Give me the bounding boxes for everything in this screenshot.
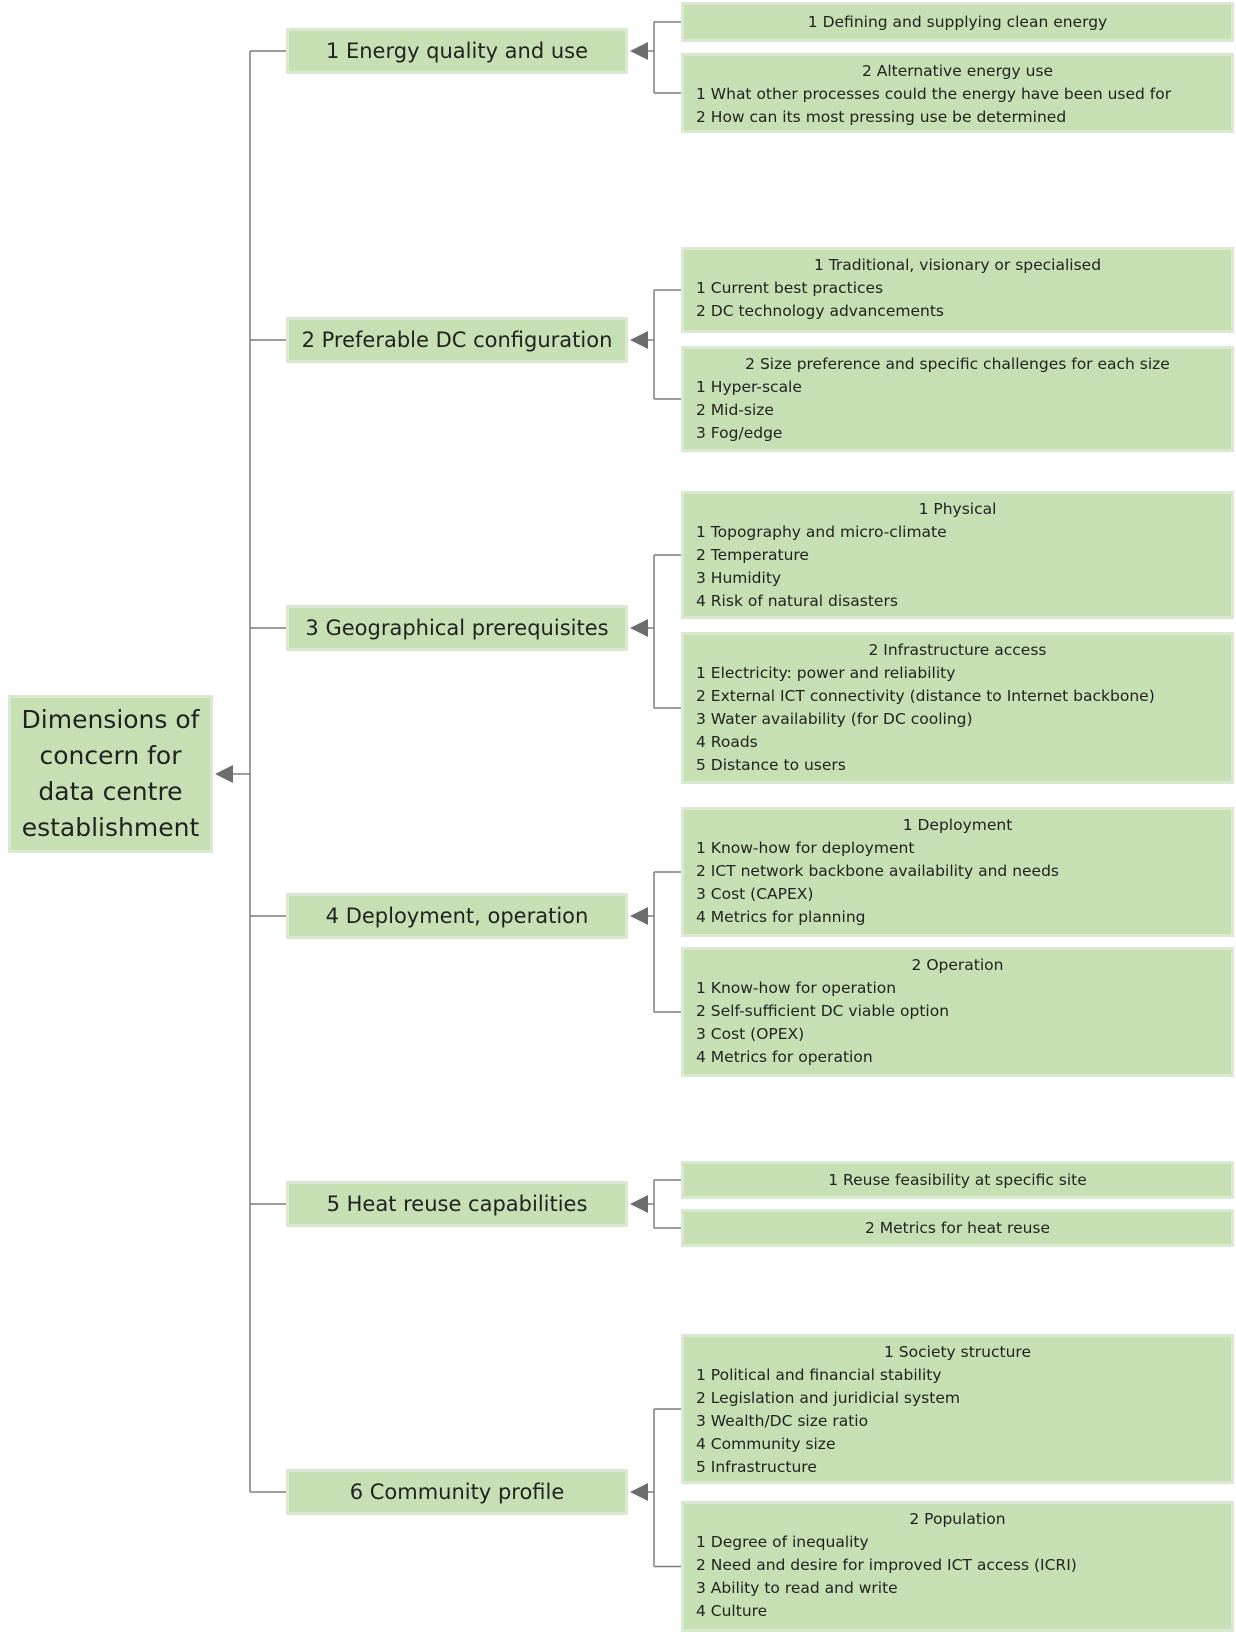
- category-arrow-icon: [630, 1195, 648, 1213]
- root-label: Dimensions of concern for data centre es…: [21, 705, 200, 842]
- subgroup-heading: 2 Population: [909, 1510, 1006, 1528]
- subgroup-item: 2 DC technology advancements: [696, 302, 944, 320]
- category-node: 2 Preferable DC configuration: [286, 317, 628, 363]
- category-node: 1 Energy quality and use: [286, 28, 628, 74]
- subgroup-item: 2 Temperature: [696, 546, 809, 564]
- subgroup-item: 2 Mid-size: [696, 401, 774, 419]
- subgroup-node: 1 Society structure 1 Political and finan…: [681, 1334, 1234, 1484]
- subgroup-item: 3 Water availability (for DC cooling): [696, 710, 973, 728]
- subgroup-item: 4 Culture: [696, 1602, 768, 1620]
- root-node: Dimensions of concern for data centre es…: [8, 695, 213, 853]
- subgroup-node: 1 Physical 1 Topography and micro-climate…: [681, 491, 1234, 619]
- subgroup-node: 2 Size preference and specific challenge…: [681, 346, 1234, 452]
- subgroup-node: 2 Population 1 Degree of inequality 2 Need…: [681, 1501, 1234, 1632]
- subgroup-node: 1 Reuse feasibility at specific site: [681, 1161, 1234, 1199]
- subgroup-item: 1 Topography and micro-climate: [696, 523, 947, 541]
- subgroup-heading: 2 Alternative energy use: [861, 62, 1054, 80]
- subgroup-heading: 2 Operation: [911, 956, 1004, 974]
- subgroup-item: 2 ICT network backbone availability and …: [696, 862, 1060, 880]
- category-label: 5 Heat reuse capabilities: [326, 1192, 588, 1216]
- category-label: 2 Preferable DC configuration: [301, 328, 613, 352]
- subgroup-item: 4 Metrics for planning: [696, 908, 866, 926]
- subgroup-item: 2 How can its most pressing use be deter…: [696, 108, 1067, 126]
- category-arrow-icon: [630, 331, 648, 349]
- subgroup-item: 2 Self-sufficient DC viable option: [696, 1002, 950, 1020]
- category-arrow-icon: [630, 1483, 648, 1501]
- subgroup-item: 1 Electricity: power and reliability: [696, 664, 956, 682]
- subgroup-heading: 1 Deployment: [902, 816, 1013, 834]
- subgroup-item: 3 Cost (OPEX): [696, 1025, 805, 1043]
- subgroup-heading: 2 Metrics for heat reuse: [864, 1218, 1051, 1237]
- subgroup-heading: 2 Size preference and specific challenge…: [745, 355, 1170, 373]
- subgroup-item: 4 Risk of natural disasters: [696, 592, 898, 610]
- subgroup-item: 1 What other processes could the energy …: [696, 85, 1172, 103]
- subgroup-item: 3 Ability to read and write: [696, 1579, 898, 1597]
- category-label: 1 Energy quality and use: [325, 39, 589, 63]
- subgroup-item: 1 Degree of inequality: [696, 1533, 869, 1551]
- category-arrow-icon: [630, 907, 648, 925]
- subgroup-item: 1 Political and financial stability: [696, 1366, 942, 1384]
- subgroup-heading: 1 Physical: [918, 500, 997, 518]
- category-label: 3 Geographical prerequisites: [305, 616, 609, 640]
- subgroup-item: 5 Infrastructure: [696, 1458, 817, 1476]
- category-arrow-icon: [630, 619, 648, 637]
- subgroup-node: 1 Deployment 1 Know-how for deployment 2 I…: [681, 807, 1234, 937]
- category-node: 3 Geographical prerequisites: [286, 605, 628, 651]
- subgroup-item: 2 External ICT connectivity (distance to…: [696, 687, 1155, 705]
- subgroup-node: 2 Metrics for heat reuse: [681, 1209, 1234, 1247]
- subgroup-node: 2 Alternative energy use 1 What other pro…: [681, 53, 1234, 133]
- subgroup-heading: 1 Defining and supplying clean energy: [807, 12, 1108, 31]
- subgroup-item: 1 Know-how for operation: [696, 979, 897, 997]
- category-label: 6 Community profile: [349, 1480, 565, 1504]
- subgroup-node: 1 Defining and supplying clean energy: [681, 2, 1234, 42]
- subgroup-item: 4 Metrics for operation: [696, 1048, 873, 1066]
- subgroup-item: 1 Hyper-scale: [696, 378, 802, 396]
- subgroup-item: 3 Wealth/DC size ratio: [696, 1412, 869, 1430]
- subgroup-item: 3 Fog/edge: [696, 424, 783, 442]
- subgroup-heading: 1 Traditional, visionary or specialised: [813, 256, 1102, 274]
- subgroup-item: 4 Community size: [696, 1435, 836, 1453]
- category-arrow-icon: [630, 42, 648, 60]
- subgroup-item: 2 Need and desire for improved ICT acces…: [696, 1556, 1077, 1574]
- category-label: 4 Deployment, operation: [325, 904, 589, 928]
- subgroup-node: 1 Traditional, visionary or specialised 1…: [681, 247, 1234, 333]
- subgroup-item: 5 Distance to users: [696, 756, 846, 774]
- subgroup-item: 4 Roads: [696, 733, 758, 751]
- subgroup-heading: 2 Infrastructure access: [868, 641, 1047, 659]
- subgroup-item: 2 Legislation and juridicial system: [696, 1389, 960, 1407]
- category-node: 6 Community profile: [286, 1469, 628, 1515]
- subgroup-item: 3 Humidity: [696, 569, 782, 587]
- subgroup-heading: 1 Reuse feasibility at specific site: [828, 1170, 1087, 1189]
- subgroup-item: 1 Current best practices: [696, 279, 884, 297]
- subgroup-item: 1 Know-how for deployment: [696, 839, 915, 857]
- subgroup-node: 2 Operation 1 Know-how for operation 2 Sel…: [681, 947, 1234, 1077]
- category-node: 4 Deployment, operation: [286, 893, 628, 939]
- subgroup-item: 3 Cost (CAPEX): [696, 885, 814, 903]
- subgroup-heading: 1 Society structure: [884, 1343, 1031, 1361]
- category-node: 5 Heat reuse capabilities: [286, 1181, 628, 1227]
- subgroup-node: 2 Infrastructure access 1 Electricity: po…: [681, 632, 1234, 784]
- root-arrow-icon: [215, 765, 233, 783]
